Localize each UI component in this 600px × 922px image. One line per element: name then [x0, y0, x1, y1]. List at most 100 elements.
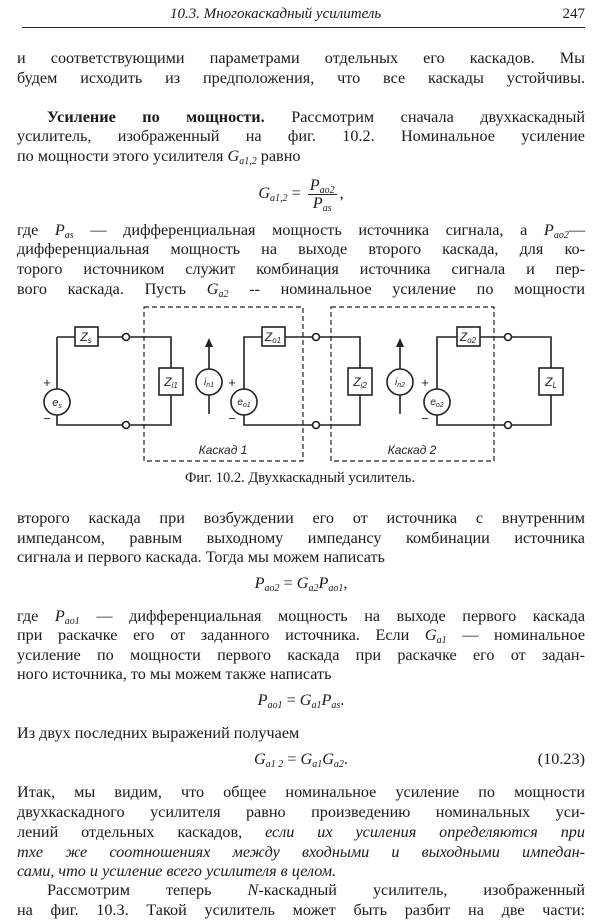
text-line: дифференциальная мощность на выходе втор… — [17, 240, 585, 259]
text-line: и соответствующими параметрами отдельных… — [17, 49, 585, 68]
math-variable: Ga2 — [296, 574, 319, 594]
wire — [243, 336, 361, 426]
fraction-denominator: Pas — [308, 194, 337, 214]
svg-text:Zi1: Zi1 — [163, 375, 178, 390]
text-line: Усиление по мощности. Рассмотрим сначала… — [17, 108, 585, 127]
math-variable: Ga2 — [206, 280, 229, 300]
math-variable: Pas — [55, 221, 74, 241]
text-line: усиление по мощности первого каскада при… — [17, 646, 585, 665]
label-zi1-sub: i1 — [172, 381, 178, 390]
circuit-diagram: Zs Zi1 in1 eo1 Zo1 Zi2 in2 eo2 Zo2 ZL es… — [43, 306, 564, 462]
text-run: = — [287, 184, 305, 202]
text-run: дифференциальная мощность на выходе втор… — [17, 240, 585, 258]
plus-sign: + — [228, 375, 236, 390]
text-run: = — [283, 750, 301, 768]
label-zo1-sub: o1 — [272, 336, 281, 345]
text-run: Из двух последних выражений получаем — [17, 724, 300, 742]
text-run: = — [279, 574, 297, 592]
text-run: по мощности этого усилителя — [17, 147, 228, 165]
text-line: сами, что и усиление всего усилителя в ц… — [17, 862, 585, 881]
math-symbol: N — [247, 881, 259, 899]
text-run: на фиг. 10.3. Такой усилитель может быть… — [17, 901, 585, 919]
equation: Pao2 = Ga2Pao1, — [17, 574, 585, 594]
math-symbol: G — [296, 574, 309, 592]
math-variable: Ga1,2 — [258, 184, 287, 204]
plus-sign: + — [43, 375, 51, 390]
math-subscript: a2 — [218, 289, 229, 300]
text-run: -- номинальное усиление по мощности — [228, 280, 585, 298]
text-run: вого каскада. Пусть — [17, 280, 207, 298]
math-symbol: G — [258, 184, 271, 202]
label-zi1: Z — [163, 375, 172, 389]
text-run: , — [343, 574, 348, 592]
stage-2-dashed-box — [330, 306, 495, 462]
text-run: = — [282, 691, 300, 709]
svg-text:eo2: eo2 — [430, 397, 443, 409]
minus-sign: − — [421, 411, 429, 426]
label-stage-1: Каскад 1 — [199, 443, 248, 457]
fraction-numerator: Pao2 — [307, 176, 337, 196]
math-symbol: G — [424, 626, 437, 644]
label-zi2: Z — [352, 375, 361, 389]
text-line: где Pao1 — дифференциальная мощность на … — [17, 607, 585, 627]
math-subscript: as — [322, 202, 332, 214]
label-eo2-sub: o2 — [436, 402, 444, 409]
math-symbol: G — [299, 691, 312, 709]
label-in2-sub: n2 — [397, 382, 405, 389]
text-run: — дифференциальная мощность на выходе пе… — [79, 607, 585, 625]
math-symbol: G — [300, 750, 313, 768]
figure-caption: Фиг. 10.2. Двухкаскадный усилитель. — [184, 470, 416, 486]
math-variable: Pao2 — [544, 221, 569, 241]
math-variable: Pao1 — [257, 691, 283, 711]
text-line: по мощности этого усилителя Ga1,2 равно — [17, 147, 585, 167]
text-run: . — [340, 691, 345, 709]
impedance-zs — [74, 326, 99, 347]
label-zs-sub: s — [88, 336, 92, 345]
text-line: лений отдельных каскадов, если их усилен… — [17, 823, 585, 842]
math-variable: Pao2 — [255, 574, 280, 594]
text-run: лений отдельных каскадов, — [17, 823, 266, 841]
current-source-in1 — [195, 368, 223, 396]
impedance-zo1 — [261, 326, 286, 347]
text-run: где — [17, 221, 55, 239]
text-line: будем исходить из предположения, что все… — [17, 69, 585, 88]
terminal — [121, 420, 131, 430]
label-eo1: e — [237, 397, 243, 408]
math-variable: Pao2 — [310, 176, 335, 196]
math-variable: Pao1 — [54, 607, 80, 627]
terminal — [311, 332, 321, 342]
math-symbol: P — [257, 691, 268, 709]
math-symbol: G — [227, 147, 240, 165]
math-variable: Ga1 — [424, 626, 447, 646]
italic-text: сами, что и усиление всего усилителя в ц… — [17, 862, 337, 880]
math-subscript: ao2 — [553, 230, 569, 241]
label-zl: Z — [544, 375, 553, 389]
terminal — [503, 332, 513, 342]
text-run: торого источником служит комбинация исто… — [17, 260, 585, 278]
terminal — [121, 332, 131, 342]
math-variable: N — [248, 881, 259, 899]
svg-text:es: es — [52, 397, 62, 410]
math-symbol: P — [54, 607, 65, 625]
math-subscript: a2 — [308, 583, 319, 594]
text-run: при раскачке его от заданного источника.… — [17, 626, 425, 644]
impedance-zl — [538, 367, 564, 396]
label-zl-sub: L — [552, 381, 556, 390]
text-line: вого каскада. Пусть Ga2 -- номинальное у… — [17, 280, 585, 300]
text-line: на фиг. 10.3. Такой усилитель может быть… — [17, 901, 585, 920]
math-subscript: as — [64, 230, 74, 241]
math-symbol: G — [206, 280, 219, 298]
svg-text:Zs: Zs — [79, 330, 91, 345]
text-run: , — [339, 184, 344, 202]
label-zo2: Z — [459, 330, 468, 344]
text-run: ного источника, то мы можем также написа… — [17, 665, 332, 683]
label-zo2-sub: o2 — [467, 336, 476, 345]
impedance-zi1 — [158, 367, 184, 396]
text-line: второго каскада при возбуждении его от и… — [17, 509, 585, 528]
math-subscript: as — [331, 700, 341, 711]
math-subscript: ao2 — [319, 184, 335, 196]
text-line: Итак, мы видим, что общее номинальное ус… — [17, 783, 585, 802]
svg-text:eo1: eo1 — [237, 397, 250, 409]
svg-text:in1: in1 — [204, 377, 214, 389]
